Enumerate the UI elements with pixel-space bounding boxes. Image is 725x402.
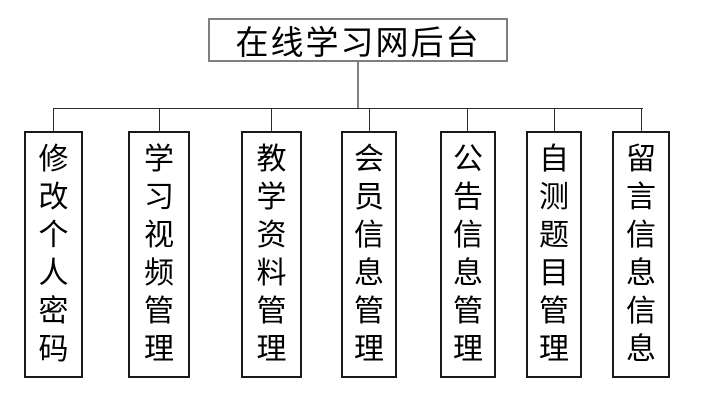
connector-stub-2 — [159, 109, 160, 131]
child-node-label: 留言信息信息 — [626, 142, 656, 366]
child-node-member-info-management: 会员信息管理 — [341, 131, 397, 378]
child-node-label: 修改个人密码 — [38, 142, 69, 366]
connector-stub-1 — [53, 109, 54, 131]
child-node-self-test-question-management: 自测题目管理 — [526, 131, 582, 378]
connector-horizontal-bus — [53, 108, 643, 109]
connector-root-vertical — [357, 62, 359, 108]
child-node-label: 公告信息管理 — [453, 142, 483, 366]
child-node-label: 教学资料管理 — [256, 142, 287, 366]
child-node-label: 学习视频管理 — [144, 142, 174, 366]
connector-stub-6 — [554, 109, 555, 131]
root-node-box: 在线学习网后台 — [208, 18, 508, 62]
child-node-label: 会员信息管理 — [354, 142, 384, 366]
connector-stub-3 — [271, 109, 272, 131]
child-node-message-info: 留言信息信息 — [612, 131, 670, 378]
connector-stub-4 — [369, 109, 370, 131]
connector-stub-5 — [467, 109, 468, 131]
connector-stub-7 — [641, 109, 642, 131]
child-node-announcement-info-management: 公告信息管理 — [440, 131, 496, 378]
root-node-label: 在线学习网后台 — [235, 26, 481, 62]
child-node-teaching-material-management: 教学资料管理 — [241, 131, 302, 378]
child-node-label: 自测题目管理 — [539, 142, 569, 366]
child-node-learning-video-management: 学习视频管理 — [128, 131, 190, 378]
child-node-modify-password: 修改个人密码 — [24, 131, 83, 378]
